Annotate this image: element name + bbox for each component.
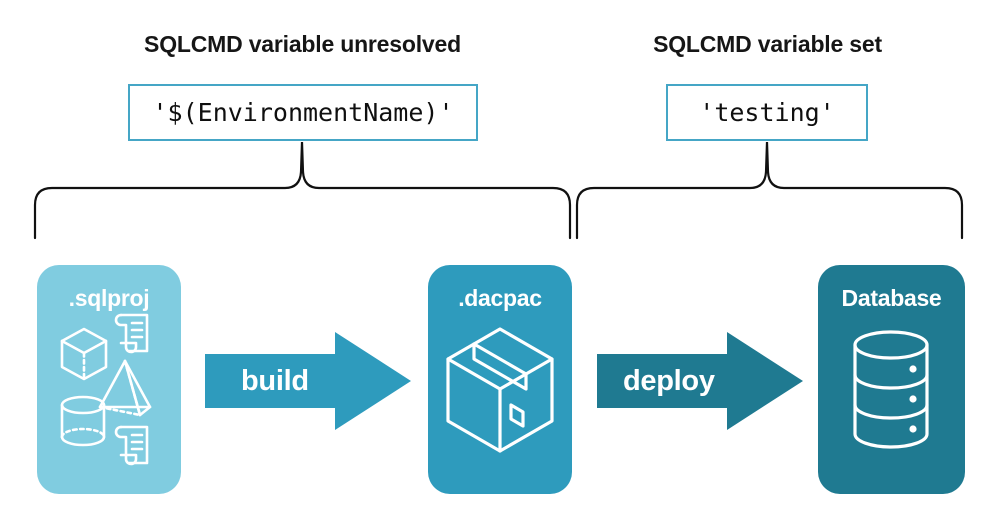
database-artwork <box>853 330 929 449</box>
dacpac-artwork <box>446 327 554 453</box>
cube-icon <box>60 327 108 381</box>
cylinder-icon <box>60 395 106 447</box>
arrow-deploy: deploy <box>597 332 803 430</box>
group-header-unresolved: SQLCMD variable unresolved <box>144 31 461 57</box>
stage-card-label: .sqlproj <box>68 285 150 311</box>
variable-value-text: '$(EnvironmentName)' <box>152 98 454 127</box>
variable-value-text: 'testing' <box>699 98 835 127</box>
arrow-label: deploy <box>623 365 715 397</box>
variable-value-box-set: 'testing' <box>666 84 868 141</box>
group-header-set: SQLCMD variable set <box>653 31 882 57</box>
database-status-dots <box>909 365 917 433</box>
curly-brace-left <box>33 141 572 240</box>
arrow-label: build <box>241 365 309 397</box>
variable-value-box-unresolved: '$(EnvironmentName)' <box>128 84 478 141</box>
stage-card-label: Database <box>841 285 942 311</box>
scroll-icon <box>114 313 149 354</box>
database-cylinder-icon <box>853 330 929 449</box>
arrow-build: build <box>205 332 411 430</box>
scroll-icon <box>114 425 149 466</box>
deploy-arrow-shape <box>597 332 803 430</box>
build-arrow-shape <box>205 332 411 430</box>
curly-brace-right <box>575 141 964 240</box>
stage-card-dacpac: .dacpac <box>428 265 572 494</box>
pyramid-icon <box>98 359 152 417</box>
stage-card-sqlproj: .sqlproj <box>37 265 181 494</box>
stage-card-database: Database <box>818 265 965 494</box>
sqlproj-artwork <box>60 313 152 466</box>
package-box-icon <box>446 327 554 453</box>
stage-card-label: .dacpac <box>458 285 542 311</box>
